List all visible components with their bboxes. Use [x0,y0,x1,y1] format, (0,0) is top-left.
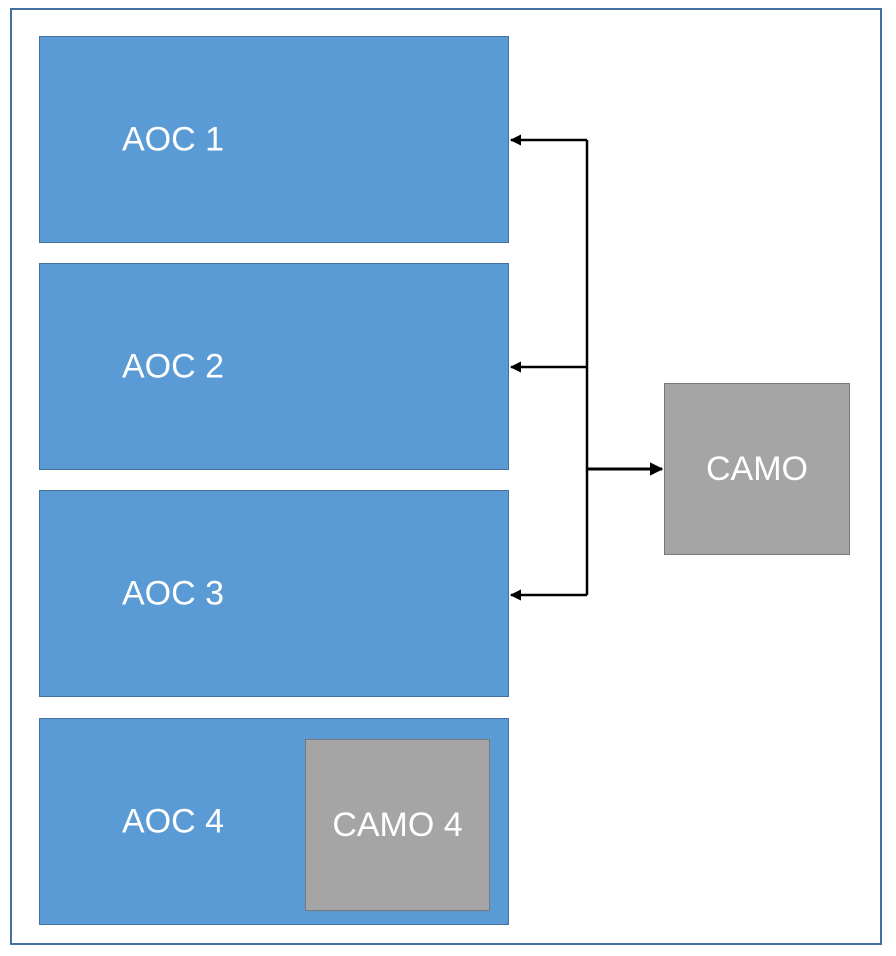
aoc-2-box: AOC 2 [39,263,509,470]
aoc-4-label: AOC 4 [122,802,225,840]
aoc-4-box: AOC 4 CAMO 4 [39,718,509,925]
aoc-3-label: AOC 3 [122,574,225,612]
camo-4-label: CAMO 4 [332,805,463,844]
aoc-1-box: AOC 1 [39,36,509,243]
aoc-2-label: AOC 2 [122,347,225,385]
aoc-3-box: AOC 3 [39,490,509,697]
camo-4-box: CAMO 4 [305,739,490,911]
camo-central-label: CAMO [706,449,808,488]
camo-central-box: CAMO [664,383,850,555]
aoc-1-label: AOC 1 [122,120,225,158]
